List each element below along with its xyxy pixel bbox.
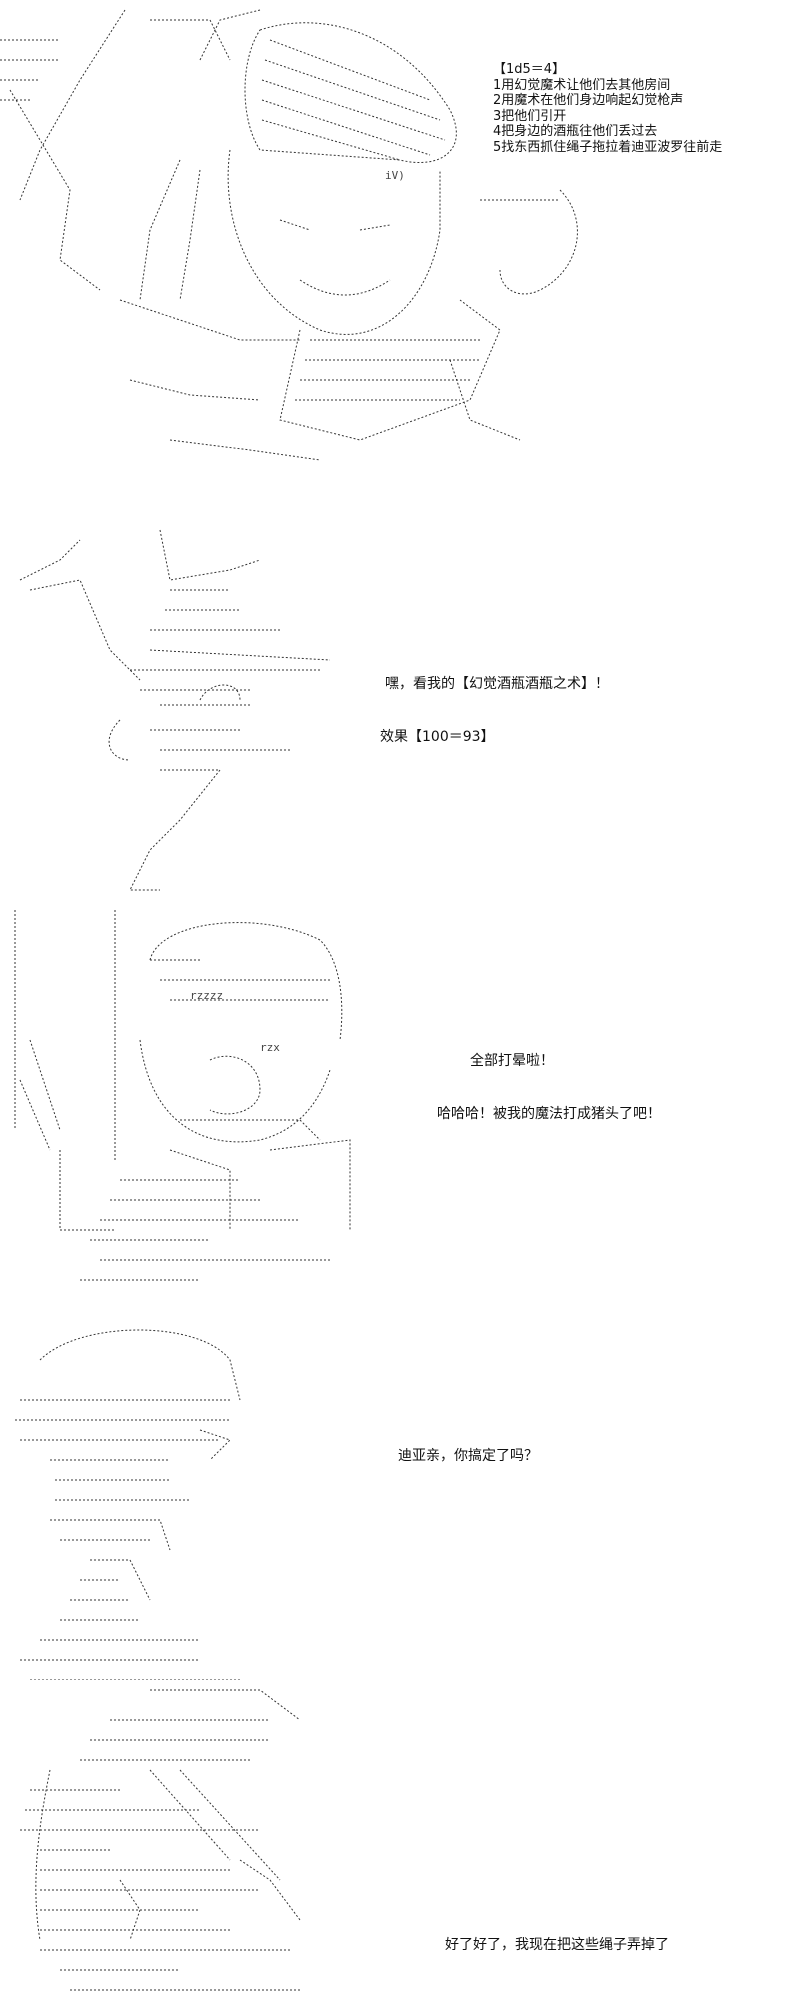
panel-3: rzzzz rzx 全部打晕啦！ 哈哈哈！被我的魔法打成猪头了吧！ (0, 900, 800, 1300)
choice-option: 5找东西抓住绳子拖拉着迪亚波罗往前走 (493, 139, 723, 155)
aa-art-girl-with-hat: iV) (0, 0, 600, 500)
aa-art-knocked-out-guards: rzzzz rzx (0, 900, 360, 1300)
choice-option: 3把他们引开 (493, 108, 567, 124)
panel-5: 好了好了，我现在把这些绳子弄掉了 (0, 1680, 800, 2000)
choice-option: 4把身边的酒瓶往他们丢过去 (493, 124, 658, 139)
dialogue-line: 迪亚亲，你搞定了吗？ (398, 1448, 538, 1464)
dialogue-line: 哈哈哈！被我的魔法打成猪头了吧！ (437, 1106, 661, 1122)
panel-2: 嘿，看我的【幻觉酒瓶酒瓶之术】！ 效果【100＝93】 (0, 520, 800, 900)
panel-1: iV) 【1d5＝4】 1用幻觉魔术让他们去其他房间 2用魔术在他们身边响起幻觉… (0, 0, 800, 500)
dialogue-line: 全部打晕啦！ (470, 1053, 554, 1069)
panel-4: 迪亚亲，你搞定了吗？ (0, 1300, 800, 1680)
aa-fragment-iv: iV) (385, 169, 405, 182)
aa-snore-text: rzzzz (190, 989, 224, 1002)
aa-art-girl-throwing-bottle (0, 520, 340, 900)
aa-art-tied-girl (0, 1300, 280, 1680)
aa-art-girl-with-ropes (0, 1680, 340, 2000)
dialogue-line: 嘿，看我的【幻觉酒瓶酒瓶之术】！ (385, 676, 609, 692)
aa-snore-text: rzx (260, 1041, 280, 1054)
dice-choice-list: 【1d5＝4】 1用幻觉魔术让他们去其他房间 2用魔术在他们身边响起幻觉枪声 3… (493, 62, 722, 155)
dice-roll-header: 【1d5＝4】 (493, 62, 566, 77)
choice-option: 1用幻觉魔术让他们去其他房间 (493, 77, 671, 93)
effect-roll-text: 效果【100＝93】 (380, 729, 495, 745)
dialogue-line: 好了好了，我现在把这些绳子弄掉了 (445, 1937, 669, 1953)
choice-option: 2用魔术在他们身边响起幻觉枪声 (493, 93, 684, 108)
